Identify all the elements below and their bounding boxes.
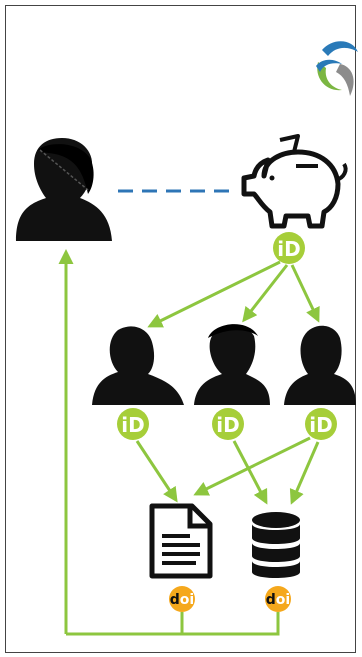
diagram-frame	[5, 5, 356, 653]
document-icon	[149, 503, 213, 579]
database-icon	[252, 512, 300, 578]
svg-text:iD: iD	[216, 413, 239, 437]
doi-badge-icon-dataset: doi	[265, 586, 291, 612]
person-silhouette-icon-2	[194, 324, 270, 405]
researcher-silhouette-icon	[16, 138, 112, 241]
funder-arrows	[147, 260, 320, 328]
swirl-logo-icon	[316, 41, 358, 96]
svg-text:doi: doi	[266, 592, 290, 608]
orcid-id-icon-3: iD	[305, 408, 337, 440]
feedback-loop	[58, 249, 280, 636]
person-silhouette-icon-1	[92, 326, 184, 405]
orcid-id-icon-1: iD	[117, 408, 149, 440]
orcid-id-icon-2: iD	[212, 408, 244, 440]
person-silhouette-icon-3	[284, 325, 356, 405]
orcid-id-icon-funder: iD	[273, 232, 305, 264]
svg-text:doi: doi	[170, 592, 194, 608]
contributor-arrows	[135, 436, 320, 505]
doi-badge-icon-document: doi	[169, 586, 195, 612]
piggy-bank-icon	[241, 134, 348, 229]
svg-text:iD: iD	[277, 237, 300, 261]
svg-text:iD: iD	[309, 413, 332, 437]
svg-text:iD: iD	[121, 413, 144, 437]
